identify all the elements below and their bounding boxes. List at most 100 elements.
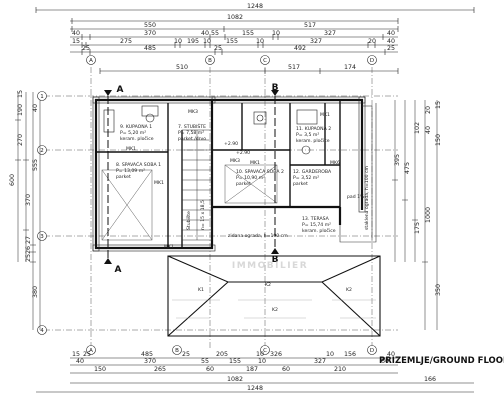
svg-text:B: B — [208, 58, 212, 64]
svg-text:40: 40 — [72, 30, 80, 37]
svg-text:MK6: MK6 — [330, 160, 340, 166]
left-dimension-labels: 600 270 190 370 555 27 26 25 380 15 40 — [9, 90, 39, 298]
staircase — [181, 129, 213, 241]
plan-notes: Stubište n= 15 x 18,5 zidana ograda, h=1… — [126, 109, 370, 313]
room-garderoba: 12. GARDEROBA P= 3,52 m² parket — [293, 169, 332, 187]
svg-text:25: 25 — [214, 45, 222, 52]
svg-text:8. SPAVAĆA SOBA 1: 8. SPAVAĆA SOBA 1 — [116, 161, 161, 168]
svg-text:40: 40 — [387, 38, 395, 45]
svg-text:265: 265 — [154, 366, 166, 373]
svg-text:1082: 1082 — [227, 376, 243, 383]
floor-caption: PRIZEMLJE/GROUND FLOOR — [379, 356, 504, 366]
svg-text:20: 20 — [425, 106, 432, 114]
svg-text:485: 485 — [141, 351, 153, 358]
svg-text:40: 40 — [201, 30, 209, 37]
room-kupaona-2: 11. KUPAONA 2 P= 3,5 m² keram. pločice — [296, 126, 331, 144]
svg-text:155: 155 — [242, 30, 254, 37]
svg-text:25: 25 — [82, 45, 90, 52]
svg-text:B: B — [272, 83, 279, 93]
svg-text:155: 155 — [226, 38, 238, 45]
svg-text:26: 26 — [25, 246, 32, 254]
svg-text:350: 350 — [435, 284, 442, 296]
top-dimension-labels: 1248 1082 550 517 40 370 40 55 155 10 32… — [72, 3, 395, 71]
bed-symbols — [101, 164, 278, 241]
svg-text:10: 10 — [326, 351, 334, 358]
section-cut-lines — [107, 96, 276, 260]
svg-text:102: 102 — [414, 122, 421, 134]
svg-text:187: 187 — [246, 366, 258, 373]
svg-text:keram. pločice: keram. pločice — [296, 137, 330, 144]
svg-text:MK1: MK1 — [250, 160, 260, 166]
svg-text:parket: parket — [116, 174, 131, 180]
svg-text:25: 25 — [25, 254, 32, 262]
svg-text:150: 150 — [435, 134, 442, 146]
svg-text:+2.90: +2.90 — [224, 141, 238, 147]
svg-text:326: 326 — [270, 351, 282, 358]
section-labels: A A B B — [115, 83, 279, 275]
top-dimension-chains — [35, 7, 475, 74]
svg-text:K1: K1 — [198, 287, 204, 293]
svg-text:25: 25 — [182, 351, 190, 358]
svg-text:395: 395 — [394, 154, 401, 166]
room-spavaca-soba-1: 8. SPAVAĆA SOBA 1 P= 13,09 m² parket — [116, 161, 161, 180]
terrace-railing — [339, 103, 377, 243]
svg-text:40: 40 — [425, 126, 432, 134]
room-stubiste: 7. STUBIŠTE P= 7,58 m² parket /drvo — [178, 123, 206, 142]
svg-text:pad 1%: pad 1% — [347, 194, 365, 200]
svg-text:12. GARDEROBA: 12. GARDEROBA — [293, 169, 332, 175]
room-labels: 9. KUPAONA 1 P= 5,20 m² keram. pločice 7… — [116, 123, 336, 234]
room-spavaca-soba-2: 10. SPAVAĆA SOBA 2 P= 10,90 m² parket — [236, 168, 284, 187]
svg-text:10: 10 — [256, 351, 264, 358]
svg-text:P= 13,09 m²: P= 13,09 m² — [116, 168, 145, 174]
svg-text:380: 380 — [32, 286, 39, 298]
svg-text:11. KUPAONA 2: 11. KUPAONA 2 — [296, 126, 331, 132]
grid-bubbles — [37, 55, 377, 355]
svg-text:10: 10 — [174, 38, 182, 45]
dim-row2-top: 1082 — [227, 14, 243, 21]
svg-text:156: 156 — [344, 351, 356, 358]
svg-text:517: 517 — [288, 64, 300, 71]
svg-text:staklena ograda, h=100 cm: staklena ograda, h=100 cm — [364, 165, 370, 230]
svg-text:15: 15 — [17, 90, 24, 98]
svg-text:A: A — [89, 58, 93, 64]
svg-text:n= 15 x 18,5: n= 15 x 18,5 — [200, 200, 206, 230]
watermark: IMMOBILIER — [232, 261, 308, 271]
svg-text:190: 190 — [17, 104, 24, 116]
svg-text:25: 25 — [387, 45, 395, 52]
svg-text:10: 10 — [256, 38, 264, 45]
svg-text:MK1: MK1 — [154, 180, 164, 186]
roof-tile-pattern — [172, 299, 376, 319]
svg-text:195: 195 — [187, 38, 199, 45]
svg-text:55: 55 — [201, 358, 209, 365]
svg-text:155: 155 — [229, 358, 241, 365]
svg-text:175: 175 — [414, 222, 421, 234]
svg-text:370: 370 — [144, 358, 156, 365]
svg-text:370: 370 — [25, 194, 32, 206]
svg-text:370: 370 — [144, 30, 156, 37]
svg-text:475: 475 — [404, 162, 411, 174]
svg-text:1: 1 — [40, 94, 44, 100]
svg-text:327: 327 — [310, 38, 322, 45]
svg-text:492: 492 — [294, 45, 306, 52]
svg-text:Stubište: Stubište — [185, 211, 192, 230]
svg-text:keram. pločice: keram. pločice — [120, 135, 154, 142]
svg-text:600: 600 — [9, 174, 16, 186]
svg-text:4: 4 — [40, 328, 44, 334]
svg-text:485: 485 — [144, 45, 156, 52]
svg-text:A: A — [115, 265, 122, 275]
svg-text:10: 10 — [272, 30, 280, 37]
svg-text:510: 510 — [176, 64, 188, 71]
svg-text:60: 60 — [206, 366, 214, 373]
svg-text:205: 205 — [216, 351, 228, 358]
svg-text:K2: K2 — [265, 282, 271, 288]
svg-text:C: C — [263, 58, 267, 64]
svg-text:15: 15 — [72, 351, 80, 358]
svg-text:K2: K2 — [346, 287, 352, 293]
right-dimension-labels: 395 475 1000 175 350 20 102 40 15 150 — [394, 101, 442, 296]
svg-text:MK1: MK1 — [164, 244, 174, 250]
svg-text:40: 40 — [32, 104, 39, 112]
bottom-dimension-labels: 15 25 485 25 205 10 326 10 156 40 40 370… — [72, 351, 436, 392]
svg-text:27: 27 — [25, 236, 32, 244]
svg-text:D: D — [370, 58, 374, 64]
svg-text:parket: parket — [236, 181, 251, 187]
